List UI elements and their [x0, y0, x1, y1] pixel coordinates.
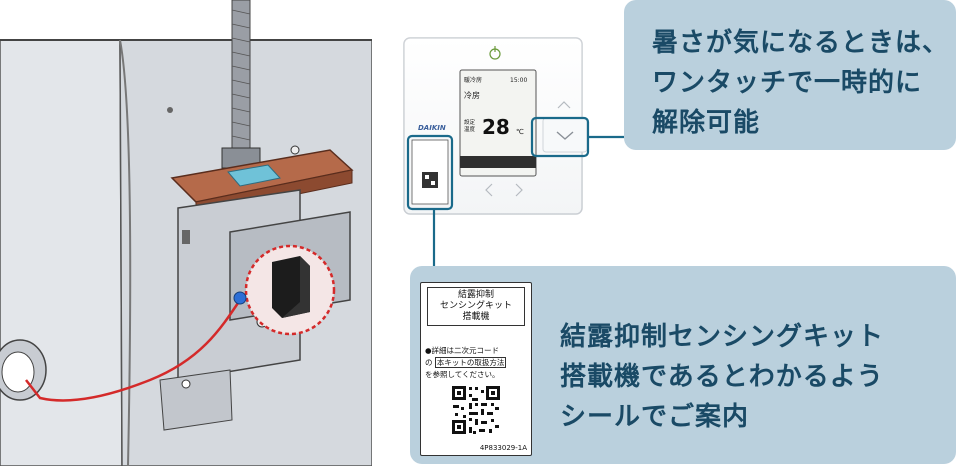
sticker-highlight	[406, 134, 454, 211]
sticker-detail: ●詳細は二次元コード の 本キットの取扱方法 を参照してください。	[425, 345, 529, 381]
callout-top-line-2: ワンタッチで一時的に	[652, 68, 923, 98]
sticker-code: 4P833029-1A	[479, 444, 527, 452]
sticker-title-line-3: 搭載機	[462, 312, 490, 322]
qr-code	[451, 385, 501, 435]
outdoor-unit-illustration	[0, 0, 372, 466]
sticker-detail-line-3: を参照してください。	[425, 370, 500, 379]
svg-text:℃: ℃	[516, 128, 524, 136]
daikin-logo: DAIKIN	[418, 124, 446, 132]
sticker-detail-line-1: ●詳細は二次元コード	[425, 346, 500, 355]
sticker-title-line-1: 結露抑制	[457, 290, 494, 300]
svg-text:暖冷房: 暖冷房	[464, 76, 482, 84]
svg-text:冷房: 冷房	[464, 90, 480, 100]
sticker-detail-no: の	[425, 358, 433, 367]
callout-bottom-line-3: シールでご案内	[560, 402, 750, 432]
svg-text:15:00: 15:00	[510, 77, 527, 84]
sticker-title: 結露抑制 センシングキット 搭載機	[427, 287, 525, 326]
callout-bottom-line-2: 搭載機であるとわかるよう	[560, 362, 884, 392]
sticker-detail-line-2: の 本キットの取扱方法	[425, 357, 529, 369]
callout-temporary-release: 暑さが気になるときは、 ワンタッチで一時的に 解除可能	[624, 0, 956, 150]
callout-top-line-3: 解除可能	[652, 108, 761, 138]
sticker-detail-boxed: 本キットの取扱方法	[434, 357, 507, 368]
svg-text:設定: 設定	[464, 118, 476, 126]
sticker-title-line-2: センシングキット	[439, 301, 512, 311]
remote-controller: DAIKIN 暖冷房 15:00 冷房 設定 温度 28 ℃	[403, 37, 590, 215]
callout-top-line-1: 暑さが気になるときは、	[652, 28, 950, 58]
svg-text:28: 28	[482, 115, 510, 139]
sensing-kit-sticker: 結露抑制 センシングキット 搭載機 ●詳細は二次元コード の 本キットの取扱方法…	[420, 282, 532, 456]
svg-text:温度: 温度	[464, 125, 476, 133]
callout-bottom-line-1: 結露抑制センシングキット	[560, 322, 885, 352]
